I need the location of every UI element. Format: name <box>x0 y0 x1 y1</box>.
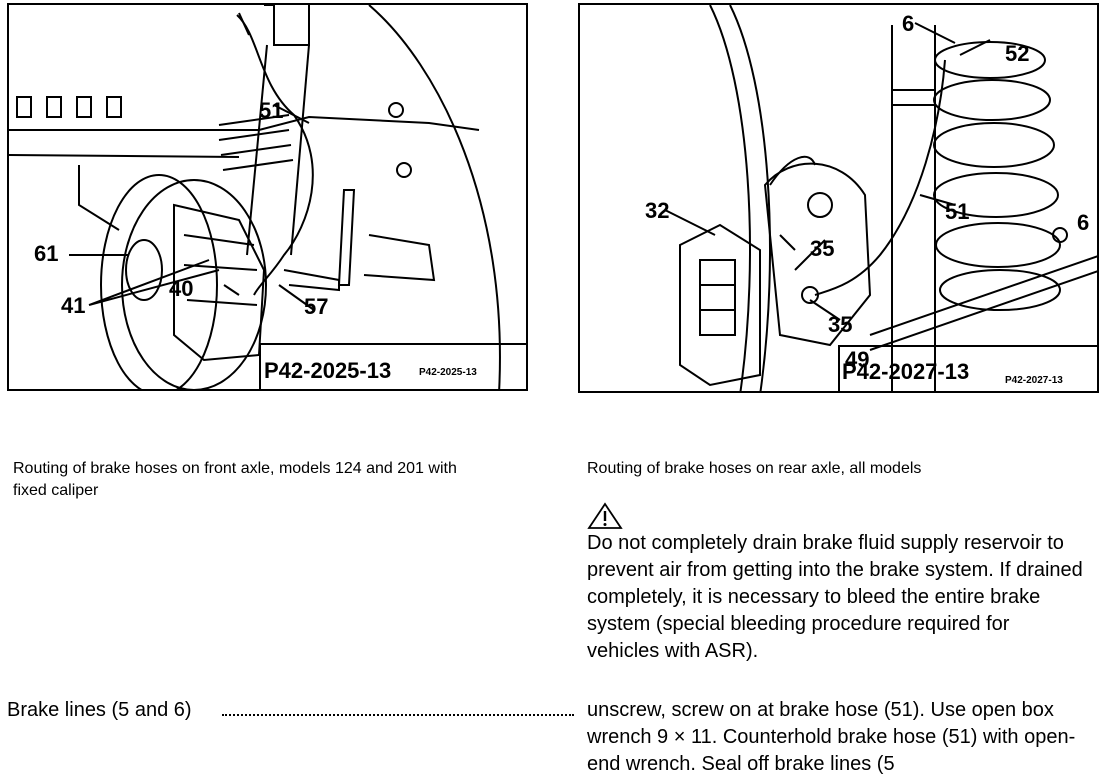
leader-dots <box>222 714 574 716</box>
callout-35-lower: 35 <box>828 312 853 337</box>
front-axle-illustration <box>9 5 501 389</box>
rear-figure-code-small: P42-2027-13 <box>1005 375 1063 386</box>
front-figure-code-small: P42-2025-13 <box>419 367 477 378</box>
callout-40: 40 <box>169 276 194 301</box>
callout-51: 51 <box>945 199 970 224</box>
front-figure-code-box <box>259 343 526 389</box>
callout-51: 51 <box>259 98 284 123</box>
warning-text: Do not completely drain brake fluid supp… <box>587 532 1083 662</box>
front-axle-figure: 51 61 40 41 57 P42-2025-13 P42-2025-13 <box>7 3 528 391</box>
callout-6-right: 6 <box>1077 210 1090 235</box>
callout-49: 49 <box>845 347 870 372</box>
callout-6-top: 6 <box>902 11 915 36</box>
callout-61: 61 <box>34 241 59 266</box>
rear-axle-figure: 6 52 32 51 6 35 35 49 P42-2027-13 P42-20… <box>578 3 1099 393</box>
front-figure-caption: Routing of brake hoses on front axle, mo… <box>13 460 457 499</box>
step-label: Brake lines (5 and 6) <box>7 699 192 721</box>
rear-figure-code-box <box>838 345 1097 391</box>
rear-figure-caption: Routing of brake hoses on rear axle, all… <box>587 460 922 477</box>
rear-figure-code: P42-2027-13 <box>842 359 970 384</box>
step-instruction: unscrew, screw on at brake hose (51). Us… <box>587 699 1076 775</box>
front-figure-code: P42-2025-13 <box>264 358 392 383</box>
callout-32: 32 <box>645 198 670 223</box>
rear-axle-illustration <box>664 5 1097 391</box>
callout-57: 57 <box>304 294 329 319</box>
callout-52: 52 <box>1005 41 1030 66</box>
callout-41: 41 <box>61 293 86 318</box>
callout-35-upper: 35 <box>810 236 835 261</box>
warning-triangle-icon <box>587 502 623 529</box>
